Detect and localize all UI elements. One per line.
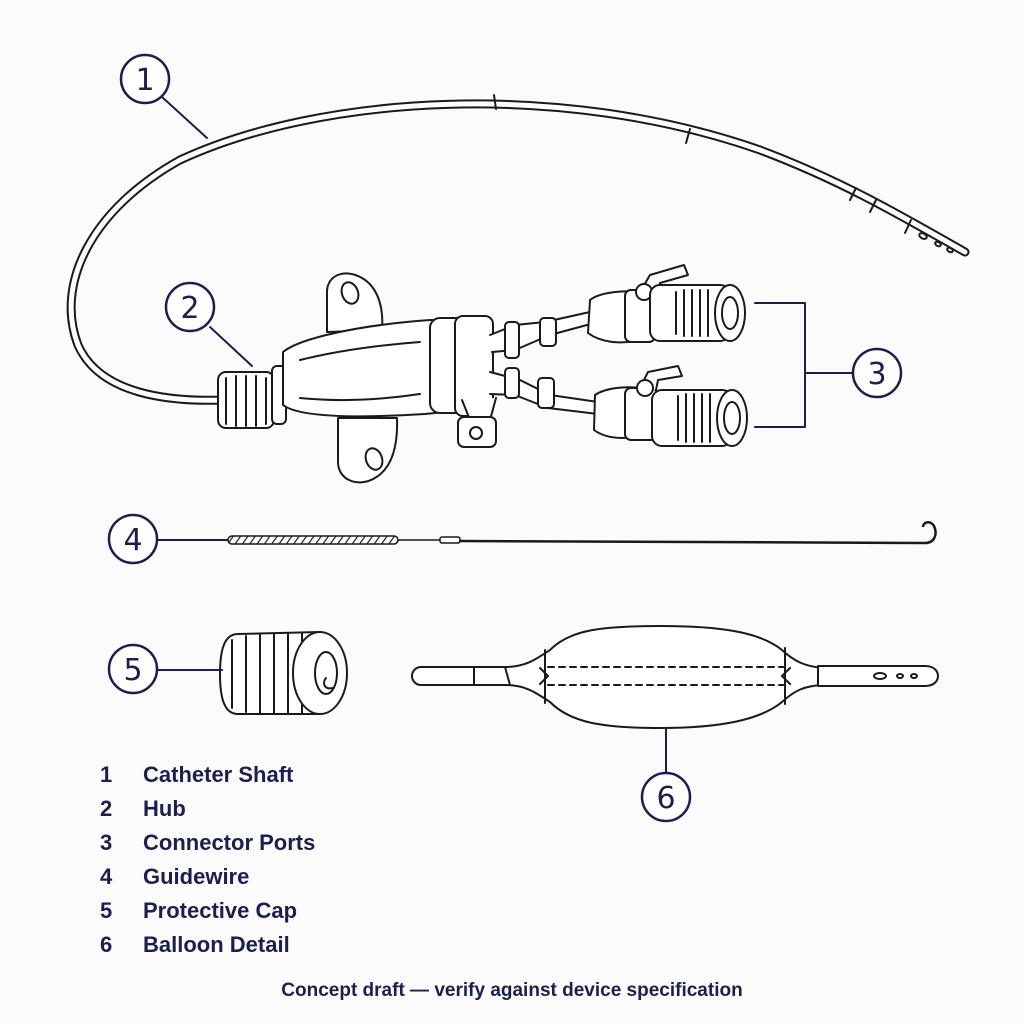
callout-number: 3 [867, 357, 886, 392]
legend-item: 1 Catheter Shaft [100, 758, 315, 792]
legend: 1 Catheter Shaft 2 Hub 3 Connector Ports 4 G… [100, 758, 315, 962]
legend-label: Balloon Detail [143, 932, 290, 957]
callout-1: 1 [119, 53, 171, 105]
protective-cap [219, 631, 348, 715]
guidewire [227, 521, 937, 545]
callout-number: 2 [180, 291, 199, 326]
legend-label: Hub [143, 796, 186, 821]
callout-number: 5 [123, 653, 142, 688]
legend-label: Connector Ports [143, 830, 316, 855]
hub-body [217, 272, 497, 484]
callout-6: 6 [640, 771, 692, 823]
legend-number: 2 [100, 796, 113, 821]
callout-number: 4 [123, 523, 142, 558]
callout-2: 2 [164, 281, 216, 333]
legend-item: 6 Balloon Detail [100, 928, 315, 962]
legend-label: Protective Cap [143, 898, 298, 923]
callout-5: 5 [107, 643, 159, 695]
catheter-shaft [66, 94, 970, 405]
leader-lines [157, 96, 854, 773]
callout-number: 1 [135, 63, 154, 98]
legend-label: Guidewire [143, 864, 250, 889]
callout-number: 6 [656, 781, 675, 816]
legend-item: 3 Connector Ports [100, 826, 315, 860]
legend-item: 5 Protective Cap [100, 894, 315, 928]
legend-item: 2 Hub [100, 792, 315, 826]
legend-item: 4 Guidewire [100, 860, 315, 894]
connector-port-lower [489, 365, 748, 447]
legend-number: 6 [100, 932, 113, 957]
balloon-detail [411, 625, 939, 729]
callout-3: 3 [851, 347, 903, 399]
legend-number: 5 [100, 898, 113, 923]
connector-port-upper [489, 264, 746, 359]
legend-number: 4 [100, 864, 113, 889]
footer-note: Concept draft — verify against device sp… [281, 980, 743, 1001]
legend-number: 1 [100, 762, 113, 787]
legend-number: 3 [100, 830, 113, 855]
callout-4: 4 [107, 513, 159, 565]
legend-label: Catheter Shaft [143, 762, 294, 787]
